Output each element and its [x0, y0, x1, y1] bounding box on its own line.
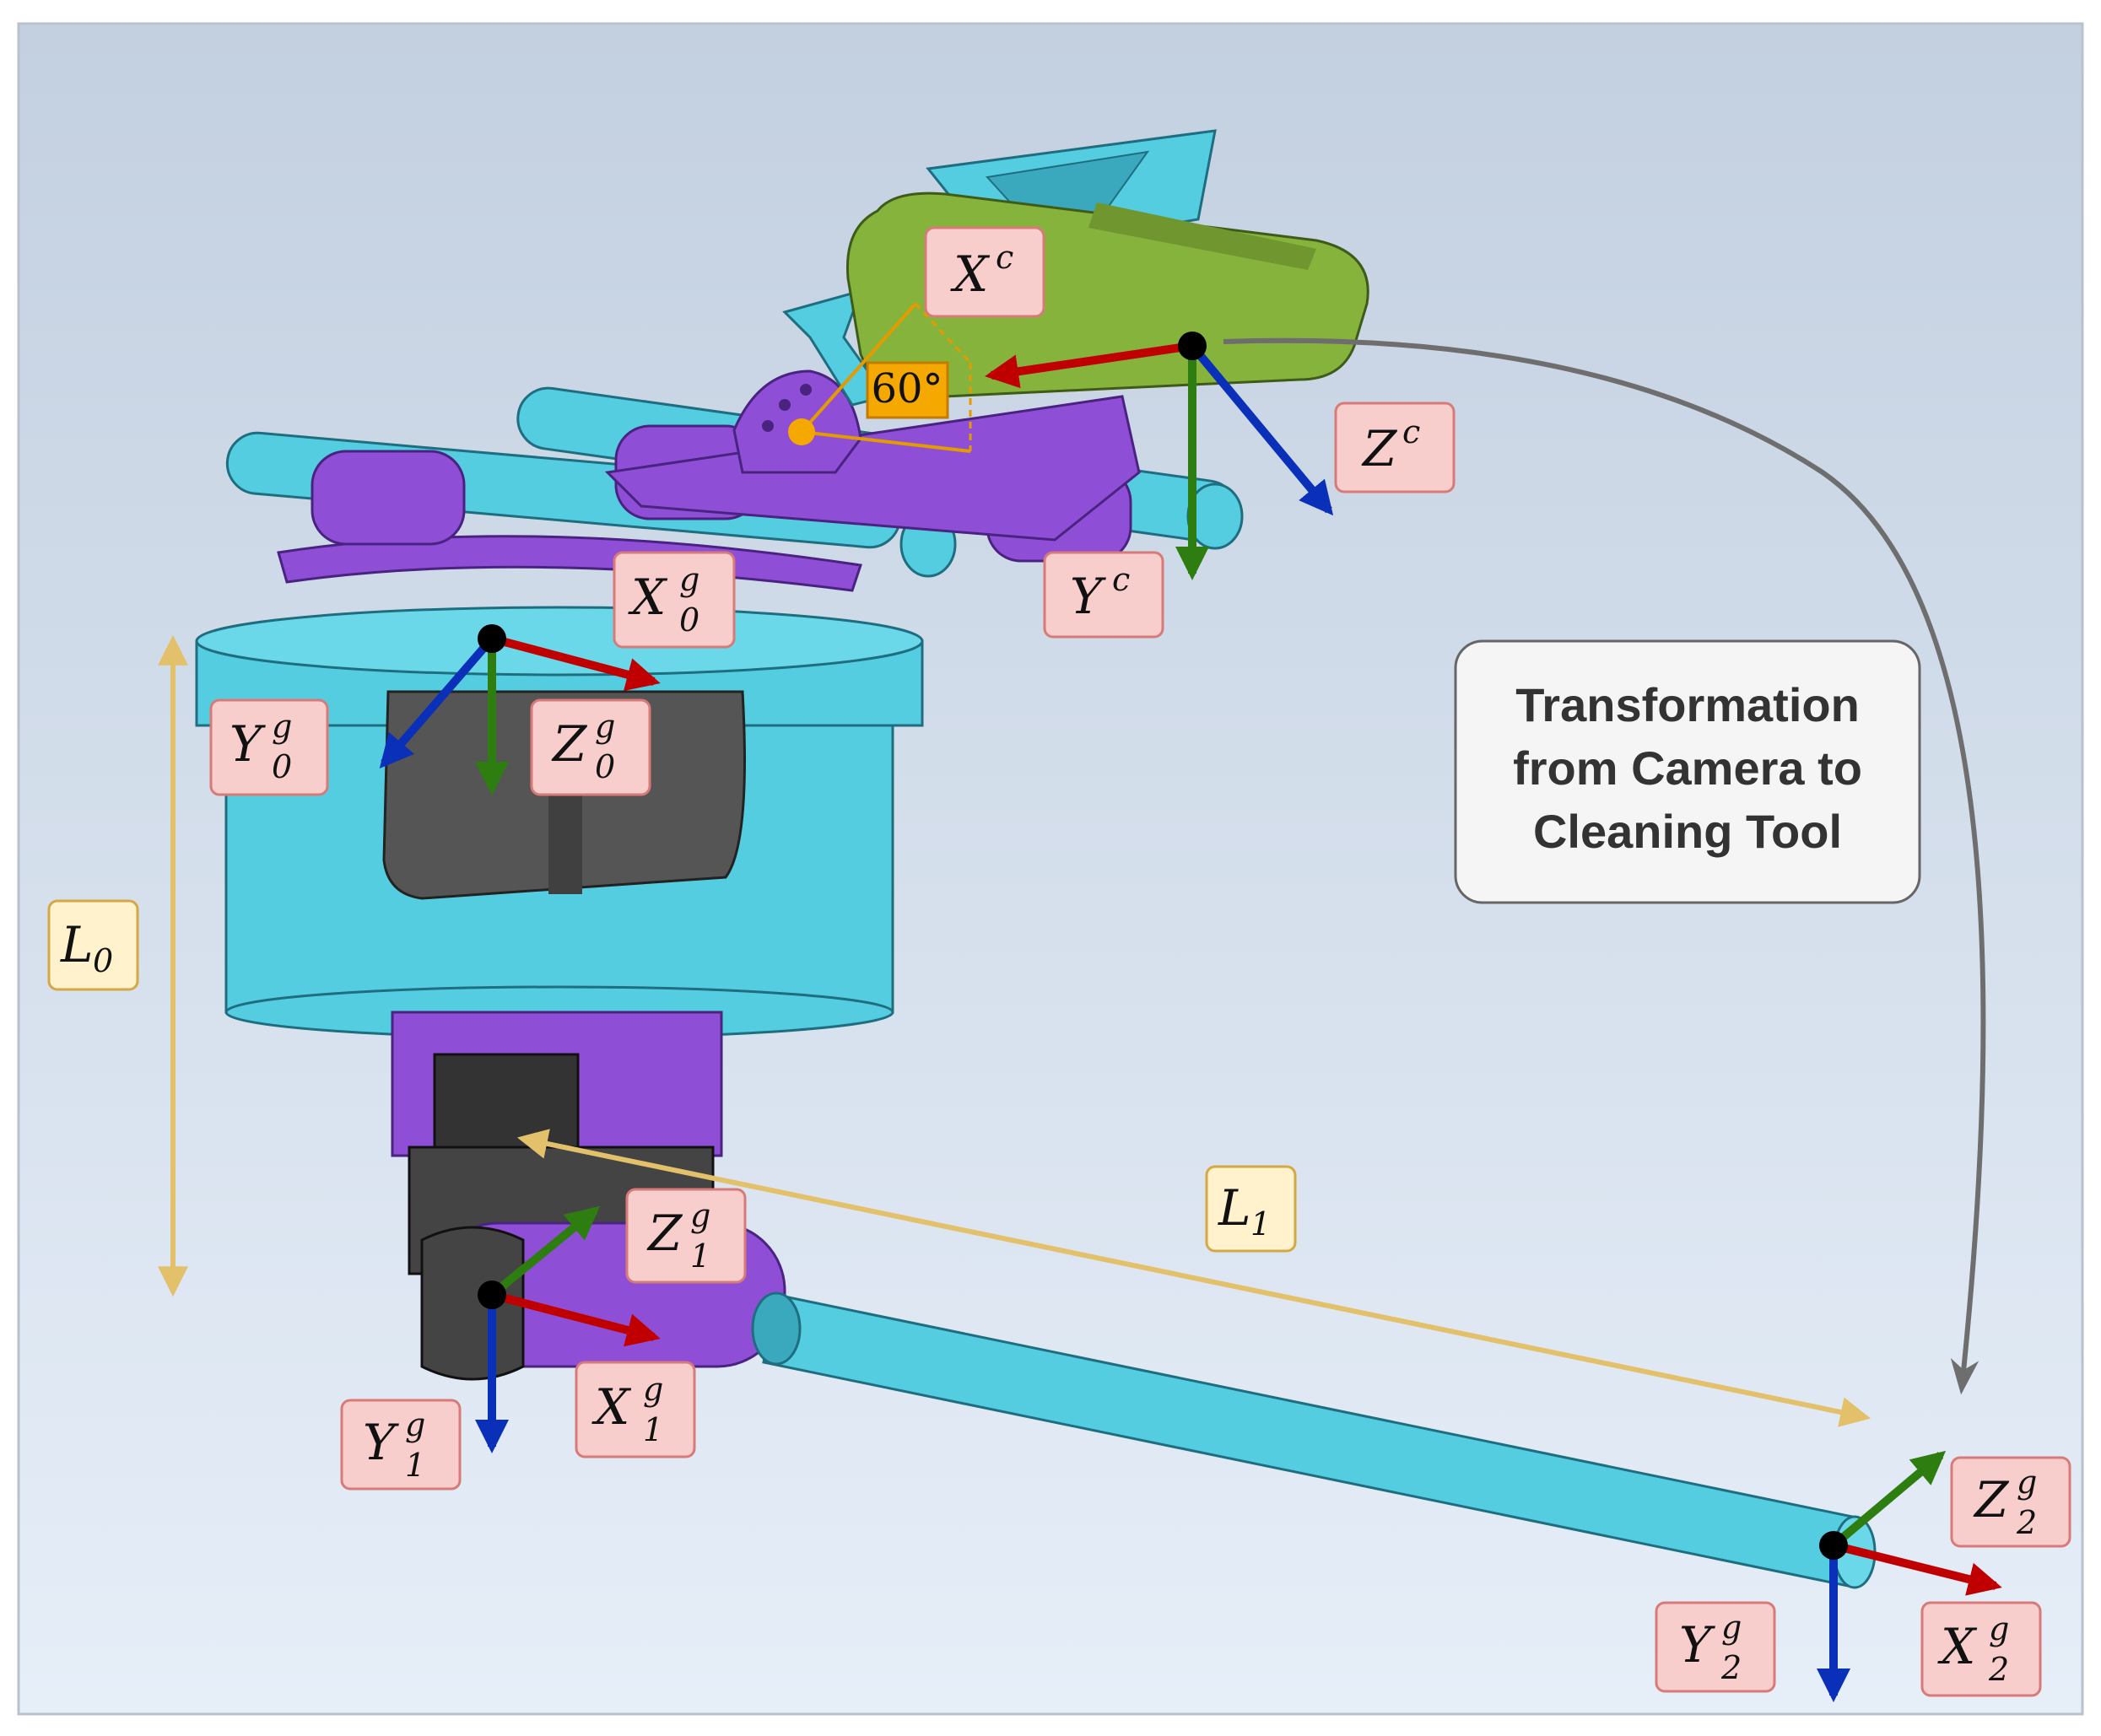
frame-1: [475, 1205, 661, 1453]
angle-label: 60°: [871, 365, 942, 412]
label-frame1-z: Z g 1: [625, 1188, 747, 1284]
label-frame2-x-base: X: [1937, 1618, 1978, 1675]
frame2-x-axis: [1832, 1541, 2002, 1596]
label-camera-x-sup: c: [996, 239, 1013, 276]
label-frame1-x-base: X: [591, 1378, 632, 1436]
label-frame0-y-sup: g: [272, 708, 292, 745]
label-frame1-z-sub: 1: [690, 1237, 710, 1275]
label-frame2-z-sup: g: [2017, 1464, 2037, 1501]
label-frame0-x-sup: g: [679, 561, 699, 598]
frame1-origin: [478, 1280, 506, 1309]
note-line-3: Cleaning Tool: [1533, 805, 1842, 858]
angle-annotation: 60°: [788, 302, 972, 453]
label-frame2-z-base: Z: [1973, 1471, 2010, 1528]
label-L0: L 0: [47, 899, 139, 991]
label-frame2-x-sup: g: [1989, 1610, 2009, 1647]
label-camera-y-sup: c: [1112, 561, 1130, 598]
label-frame1-z-base: Z: [646, 1205, 683, 1262]
camera-x-axis: [985, 342, 1193, 389]
label-frame2-y-sub: 2: [1720, 1649, 1742, 1686]
label-frame0-y-sub: 0: [272, 748, 292, 785]
label-frame0-x-base: X: [628, 569, 668, 626]
frame2-origin: [1819, 1531, 1848, 1560]
label-frame1-x-sub: 1: [643, 1411, 663, 1448]
label-frame0-z-sup: g: [595, 708, 615, 745]
label-frame1-x: X g 1: [575, 1361, 696, 1458]
label-camera-y: Y c: [1043, 551, 1164, 639]
frame-0: [379, 624, 661, 795]
label-frame0-y: Y g 0: [209, 698, 329, 796]
label-frame1-y: Y g 1: [340, 1399, 462, 1491]
frame0-x-axis: [490, 634, 661, 692]
camera-to-tool-transform-arrow: [1223, 337, 1986, 1395]
label-frame2-y-base: Y: [1679, 1616, 1715, 1674]
label-camera-x-base: X: [950, 245, 991, 303]
frame0-origin: [478, 624, 506, 653]
transformation-note: Transformation from Camera to Cleaning T…: [1454, 639, 1921, 904]
dimension-lines: [158, 634, 1871, 1427]
label-frame0-x: X g 0: [613, 551, 736, 649]
label-frame2-z-sub: 2: [2016, 1504, 2037, 1541]
label-frame0-x-sub: 0: [679, 601, 699, 639]
label-camera-z-sup: c: [1402, 413, 1420, 450]
label-frame2-x: X g 2: [1920, 1601, 2042, 1697]
label-frame0-z-base: Z: [551, 715, 588, 773]
L1-dimension-line: [516, 1129, 1871, 1427]
label-frame1-y-sup: g: [405, 1406, 425, 1443]
label-frame1-y-sub: 1: [405, 1447, 425, 1484]
label-frame2-x-sub: 2: [1988, 1651, 2009, 1688]
label-frame2-y-sup: g: [1721, 1609, 1742, 1646]
label-L0-base: L: [60, 916, 94, 973]
label-L1-sub: 1: [1250, 1205, 1271, 1243]
camera-origin: [1178, 332, 1207, 360]
note-line-1: Transformation: [1515, 678, 1860, 731]
frame0-y-axis: [379, 635, 495, 769]
frame1-z-axis: [489, 1205, 601, 1298]
label-camera-z: Z c: [1334, 402, 1456, 493]
label-frame1-y-base: Y: [363, 1414, 399, 1471]
label-frame2-y: Y g 2: [1655, 1601, 1776, 1693]
camera-frame: [985, 332, 1334, 580]
label-frame0-y-base: Y: [230, 715, 266, 773]
label-camera-z-base: Z: [1361, 420, 1398, 477]
label-frame2-z: Z g 2: [1950, 1456, 2071, 1548]
frame1-x-axis: [490, 1291, 661, 1347]
note-line-2: from Camera to: [1513, 741, 1862, 795]
label-L1-base: L: [1218, 1179, 1251, 1237]
label-frame0-z: Z g 0: [530, 698, 651, 796]
camera-z-axis: [1189, 342, 1334, 516]
label-frame1-x-sup: g: [643, 1371, 663, 1408]
label-camera-x: X c: [924, 226, 1045, 318]
frame-2: [1817, 1450, 2002, 1702]
label-L1: L 1: [1205, 1165, 1297, 1253]
label-frame1-z-sup: g: [690, 1197, 710, 1234]
frame2-z-axis: [1830, 1450, 1947, 1549]
label-camera-y-base: Y: [1070, 568, 1106, 625]
label-frame0-z-sub: 0: [595, 748, 615, 785]
label-L0-sub: 0: [93, 942, 113, 979]
